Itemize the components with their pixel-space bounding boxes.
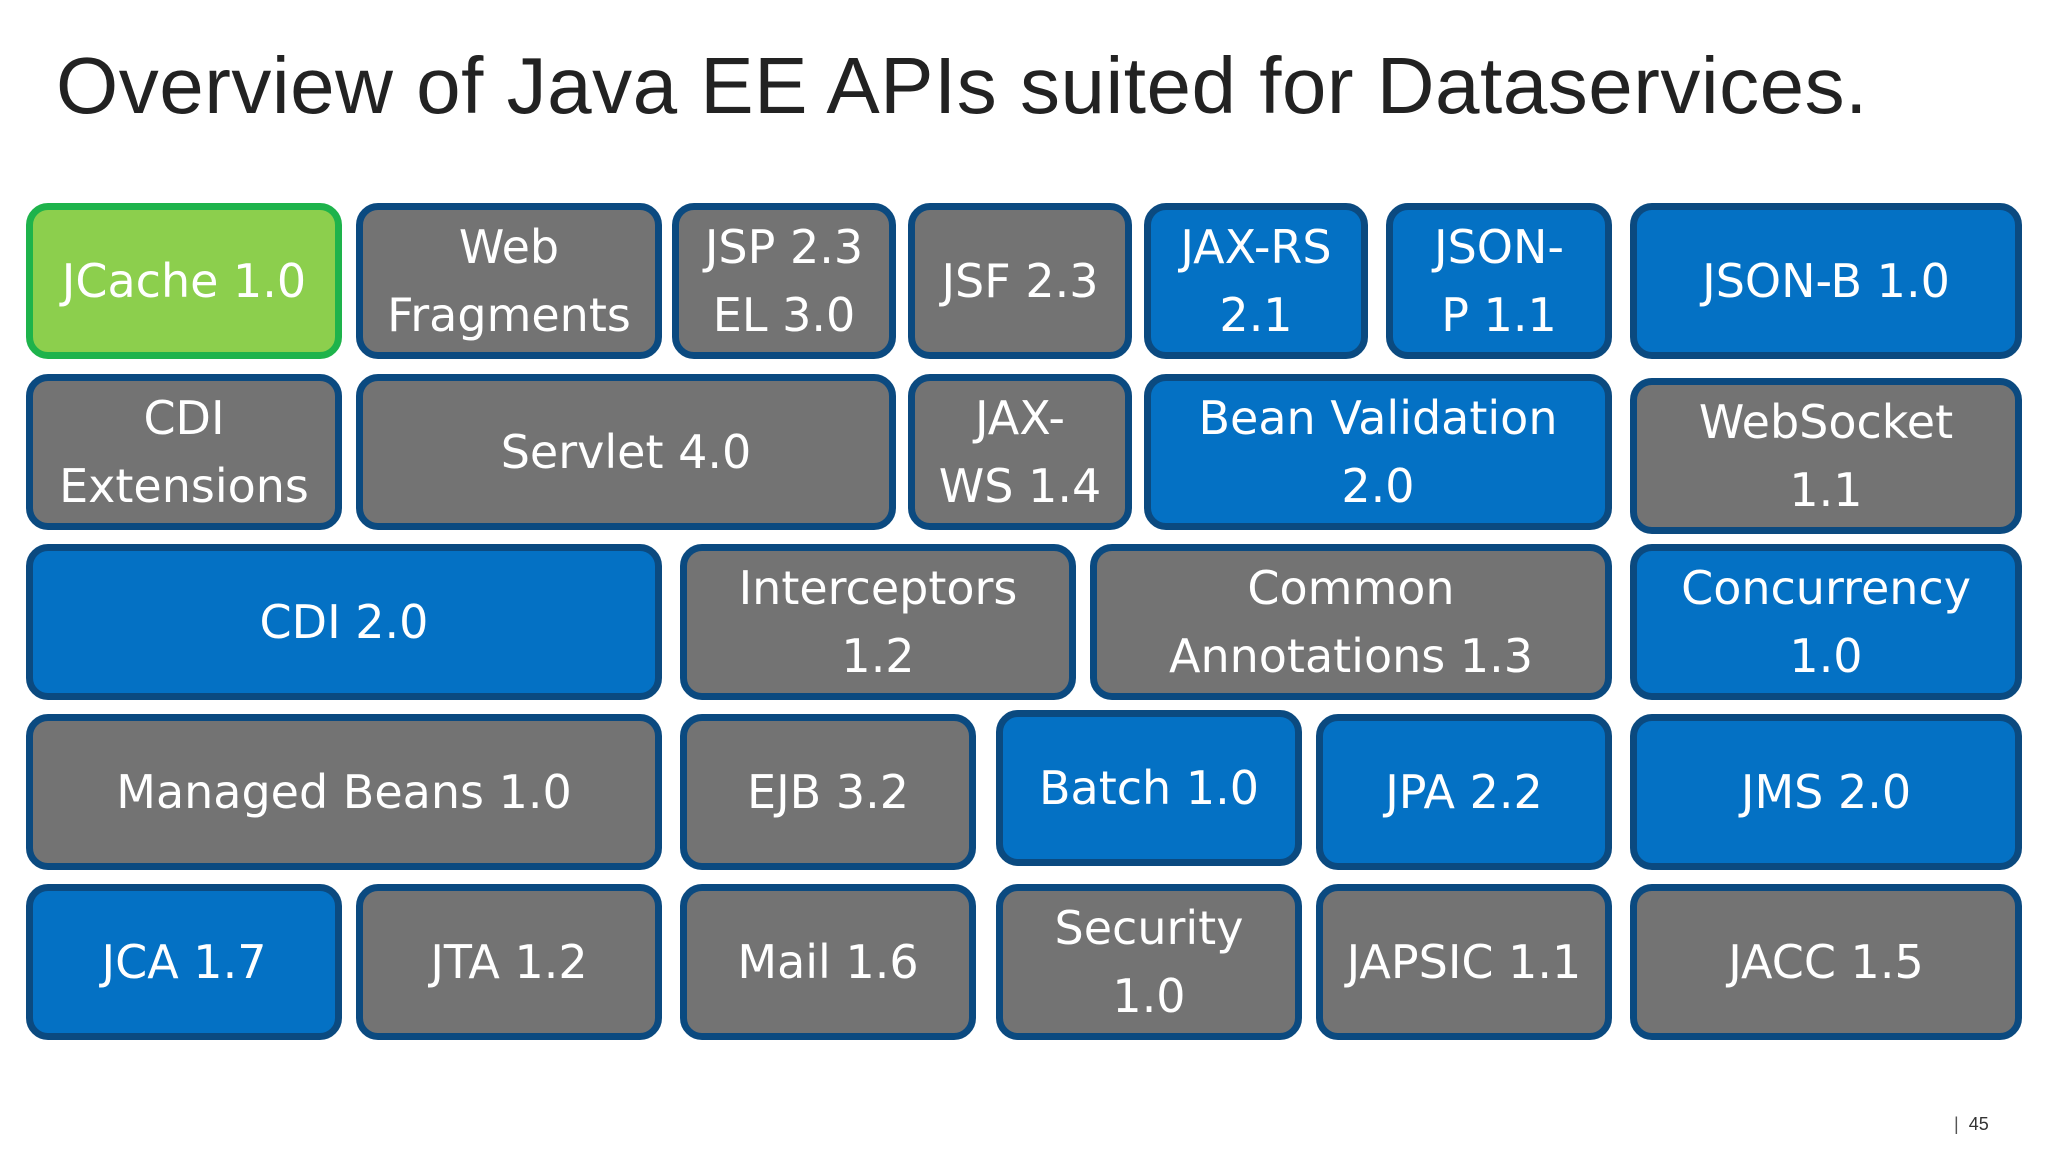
api-label: Interceptors 1.2 — [738, 561, 1018, 683]
api-box-managed-beans: Managed Beans 1.0 — [26, 714, 662, 870]
api-box-interceptors: Interceptors 1.2 — [680, 544, 1076, 700]
api-box-batch: Batch 1.0 — [996, 710, 1302, 866]
api-label: JCA 1.7 — [101, 935, 267, 989]
api-label: Common Annotations 1.3 — [1168, 561, 1533, 683]
api-box-mail: Mail 1.6 — [680, 884, 976, 1040]
api-label: Concurrency 1.0 — [1681, 561, 1971, 683]
api-box-jca: JCA 1.7 — [26, 884, 342, 1040]
api-box-bean-validation: Bean Validation 2.0 — [1144, 374, 1612, 530]
page-number-value: 45 — [1968, 1114, 1989, 1134]
api-box-servlet: Servlet 4.0 — [356, 374, 896, 530]
api-label: Batch 1.0 — [1038, 761, 1259, 815]
api-label: Security 1.0 — [1054, 901, 1244, 1023]
api-box-cdi: CDI 2.0 — [26, 544, 662, 700]
api-label: JSF 2.3 — [941, 254, 1099, 308]
api-label: CDI 2.0 — [259, 595, 429, 649]
api-label: EJB 3.2 — [747, 765, 909, 819]
api-box-japsic: JAPSIC 1.1 — [1316, 884, 1612, 1040]
page-number: | 45 — [1954, 1114, 1989, 1135]
api-label: JAX-RS 2.1 — [1180, 220, 1332, 342]
api-label: Servlet 4.0 — [500, 425, 752, 479]
api-box-jax-rs: JAX-RS 2.1 — [1144, 203, 1368, 359]
api-box-websocket: WebSocket 1.1 — [1630, 378, 2022, 534]
slide-title: Overview of Java EE APIs suited for Data… — [56, 41, 1868, 130]
api-box-jacc: JACC 1.5 — [1630, 884, 2022, 1040]
api-label: JAPSIC 1.1 — [1346, 935, 1582, 989]
api-label: JMS 2.0 — [1740, 765, 1912, 819]
api-box-jsf: JSF 2.3 — [908, 203, 1132, 359]
api-box-web-fragments: Web Fragments — [356, 203, 662, 359]
api-label: Bean Validation 2.0 — [1198, 391, 1558, 513]
api-box-json-p: JSON- P 1.1 — [1386, 203, 1612, 359]
api-label: Mail 1.6 — [737, 935, 919, 989]
api-label: WebSocket 1.1 — [1698, 395, 1954, 517]
api-box-cdi-extensions: CDI Extensions — [26, 374, 342, 530]
api-label: JPA 2.2 — [1385, 765, 1543, 819]
page-number-divider: | — [1954, 1114, 1959, 1134]
api-box-concurrency: Concurrency 1.0 — [1630, 544, 2022, 700]
api-label: JSON- P 1.1 — [1434, 220, 1564, 342]
api-label: JSON-B 1.0 — [1702, 254, 1950, 308]
api-label: Web Fragments — [387, 220, 631, 342]
api-box-jta: JTA 1.2 — [356, 884, 662, 1040]
api-box-jpa: JPA 2.2 — [1316, 714, 1612, 870]
api-label: JTA 1.2 — [430, 935, 588, 989]
api-box-jms: JMS 2.0 — [1630, 714, 2022, 870]
api-label: JACC 1.5 — [1728, 935, 1924, 989]
api-label: JSP 2.3 EL 3.0 — [704, 220, 864, 342]
api-box-json-b: JSON-B 1.0 — [1630, 203, 2022, 359]
api-label: Managed Beans 1.0 — [116, 765, 572, 819]
api-box-jsp-el: JSP 2.3 EL 3.0 — [672, 203, 896, 359]
api-box-jcache: JCache 1.0 — [26, 203, 342, 359]
api-label: JCache 1.0 — [61, 254, 307, 308]
api-box-jax-ws: JAX- WS 1.4 — [908, 374, 1132, 530]
api-box-security: Security 1.0 — [996, 884, 1302, 1040]
api-label: CDI Extensions — [59, 391, 309, 513]
api-box-common-annotations: Common Annotations 1.3 — [1090, 544, 1612, 700]
api-label: JAX- WS 1.4 — [938, 391, 1102, 513]
api-box-ejb: EJB 3.2 — [680, 714, 976, 870]
